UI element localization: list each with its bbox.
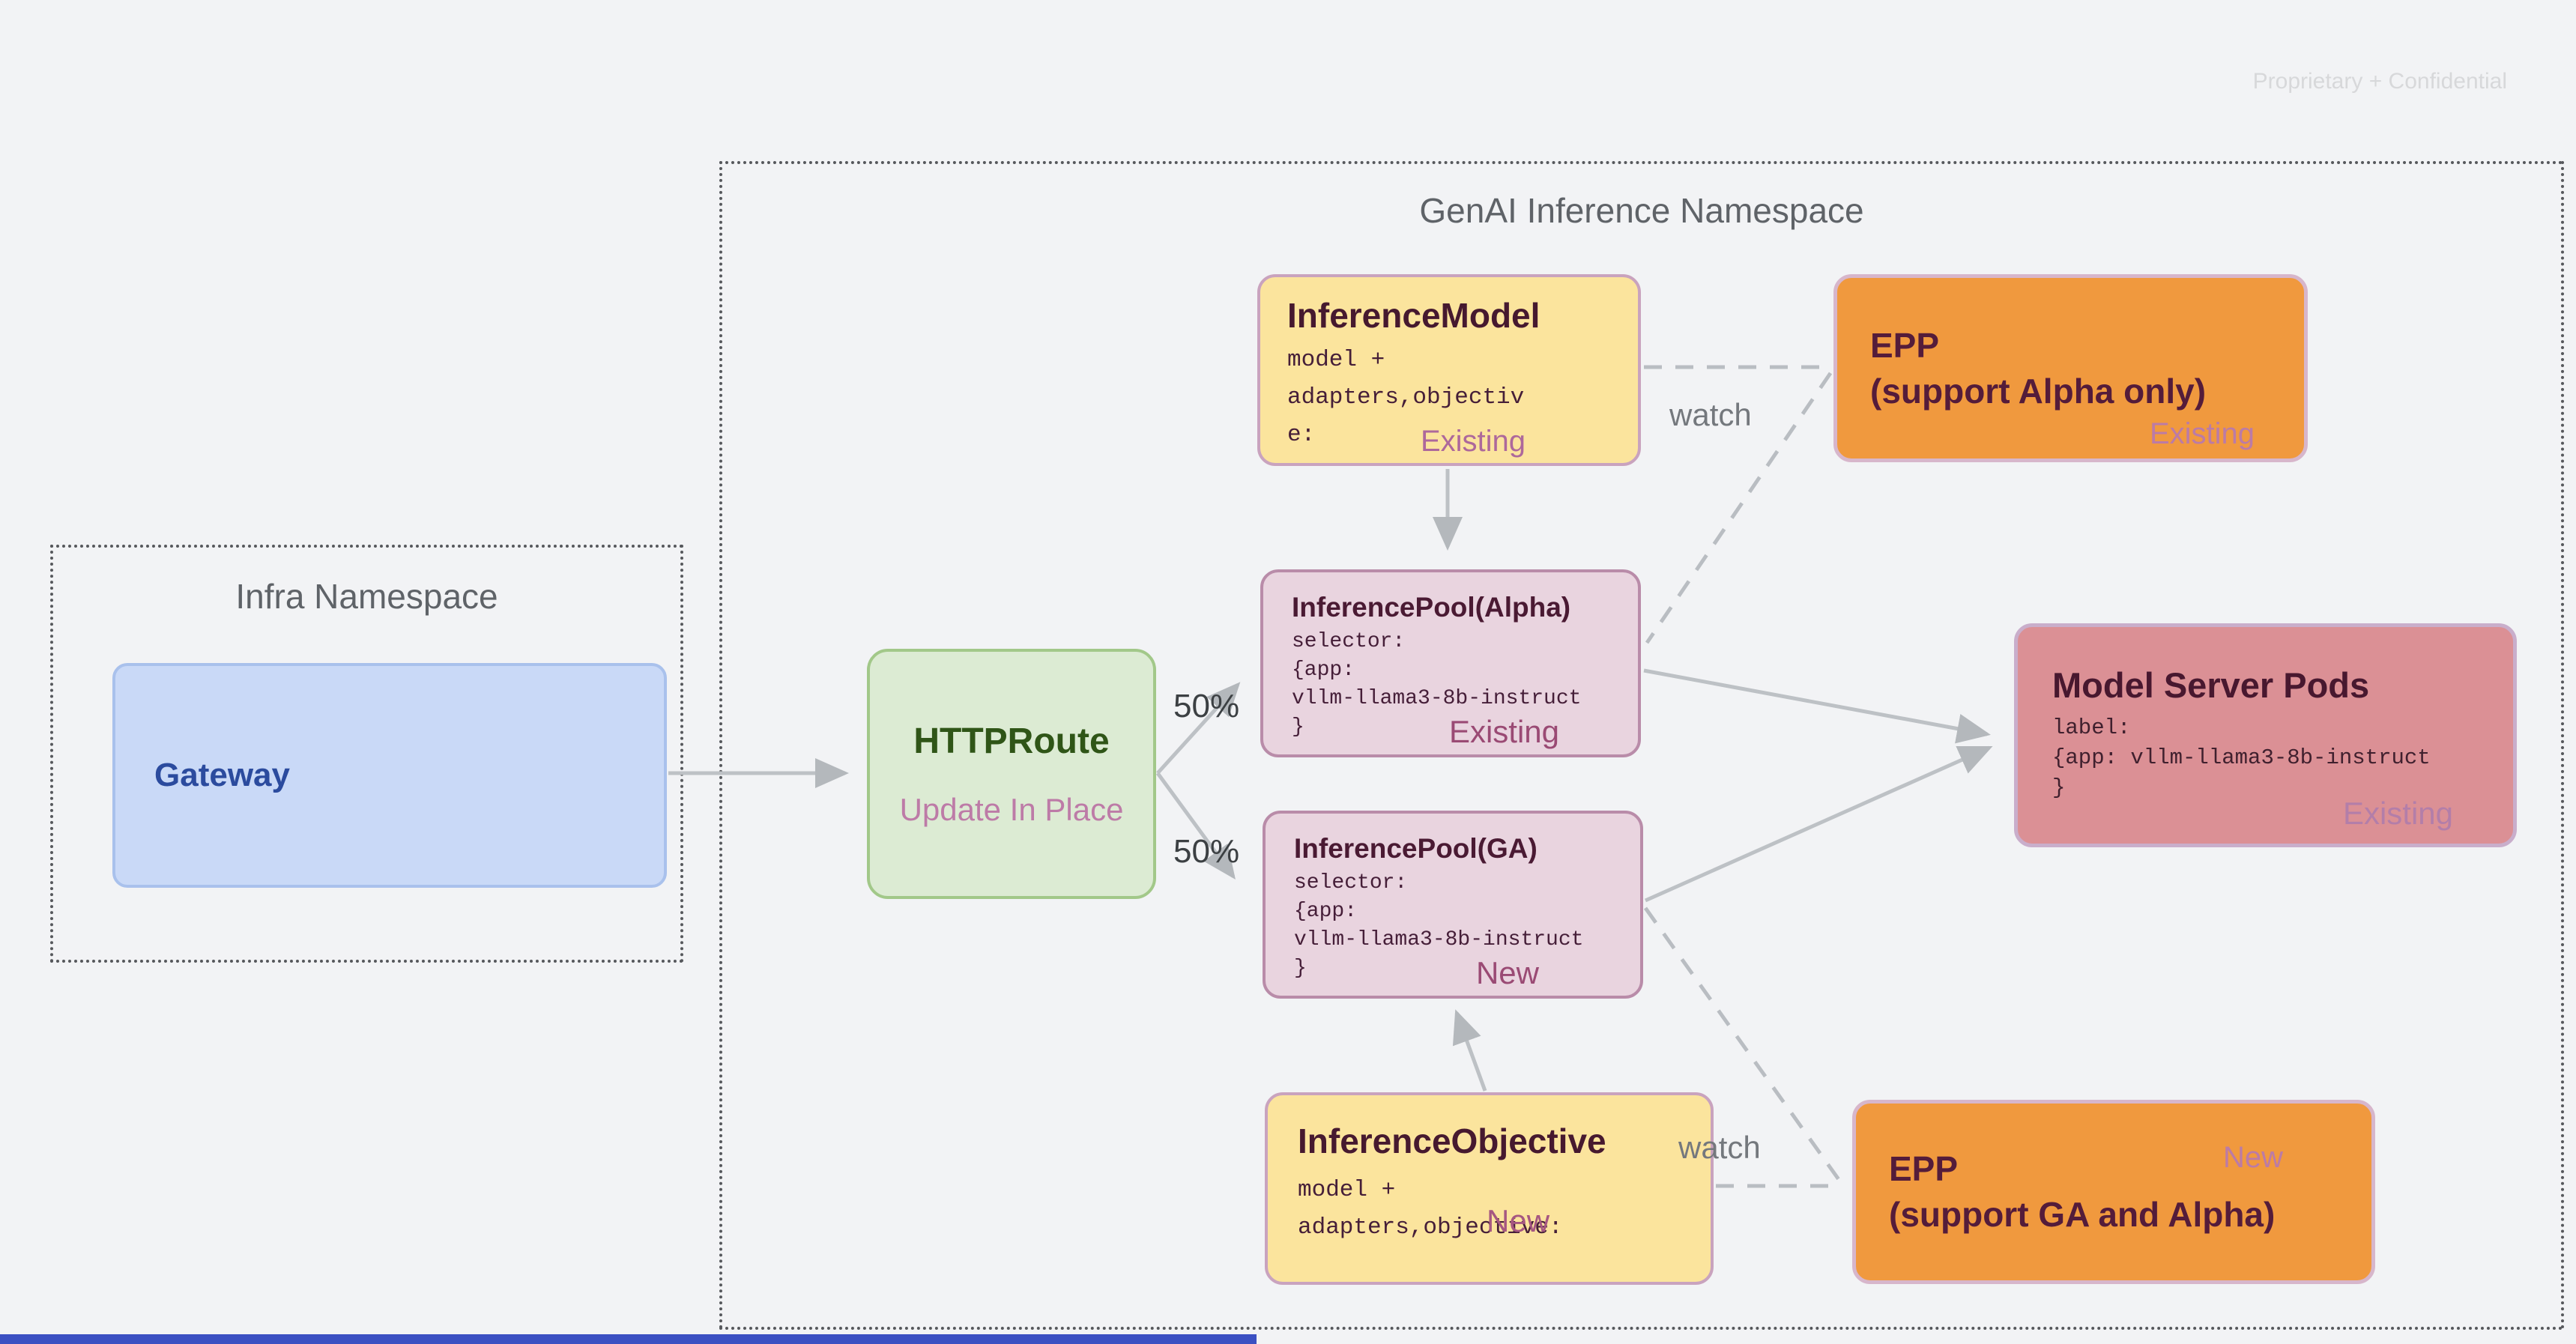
model-server-pods-node: Model Server Pods label: {app: vllm-llam… [2014,623,2517,847]
watch-bottom-label: watch [1678,1130,1761,1165]
inference-model-title: InferenceModel [1287,296,1541,335]
inference-pool-ga-node: InferencePool(GA) selector: {app: vllm-l… [1263,811,1643,999]
inference-model-code: model + adapters,objectiv e: [1287,347,1525,449]
model-server-pods-status-badge: Existing [2342,796,2453,831]
httproute-node: HTTPRoute Update In Place [867,649,1156,899]
gateway-node: Gateway [112,663,667,888]
genai-namespace-box: GenAI Inference Namespace [719,161,2564,1330]
model-server-pods-code: label: {app: vllm-llama3-8b-instruct } [2052,715,2431,801]
epp-ga-title: EPP (support GA and Alpha) [1889,1149,2276,1234]
split-bottom-percent-label: 50% [1173,833,1240,870]
watch-top-label: watch [1669,397,1752,432]
bottom-accent-bar [0,1334,1257,1344]
epp-alpha-status-badge: Existing [2149,417,2255,450]
epp-alpha-title: EPP (support Alpha only) [1870,325,2207,411]
inference-objective-title: InferenceObjective [1298,1121,1606,1160]
epp-ga-node: EPP (support GA and Alpha) New [1852,1100,2375,1284]
inference-pool-ga-status-badge: New [1475,955,1539,990]
inference-objective-code: model + adapters,objective: [1298,1177,1563,1241]
inference-pool-alpha-status-badge: Existing [1448,714,1559,749]
genai-namespace-title: GenAI Inference Namespace [1419,191,1864,230]
infra-namespace-title: Infra Namespace [235,577,498,616]
inference-pool-ga-title: InferencePool(GA) [1294,833,1538,864]
httproute-update-note: Update In Place [899,791,1124,827]
gateway-label: Gateway [154,757,290,793]
epp-ga-status-badge: New [2222,1141,2283,1174]
split-top-percent-label: 50% [1173,688,1240,724]
inference-pool-ga-code: selector: {app: vllm-llama3-8b-instruct … [1294,871,1584,981]
inference-objective-status-badge: New [1487,1203,1550,1238]
inference-model-status-badge: Existing [1420,425,1526,458]
httproute-title: HTTPRoute [913,721,1110,761]
inference-objective-node: InferenceObjective model + adapters,obje… [1265,1092,1714,1285]
watermark-text: Proprietary + Confidential [2252,69,2507,94]
inference-pool-alpha-title: InferencePool(Alpha) [1292,592,1571,623]
infra-namespace-box: Infra Namespace [50,545,683,963]
model-server-pods-title: Model Server Pods [2052,665,2370,705]
inference-pool-alpha-code: selector: {app: vllm-llama3-8b-instruct … [1292,630,1582,739]
inference-pool-alpha-node: InferencePool(Alpha) selector: {app: vll… [1260,569,1641,757]
inference-model-node: InferenceModel model + adapters,objectiv… [1257,274,1641,466]
epp-alpha-node: EPP (support Alpha only) Existing [1833,274,2308,462]
